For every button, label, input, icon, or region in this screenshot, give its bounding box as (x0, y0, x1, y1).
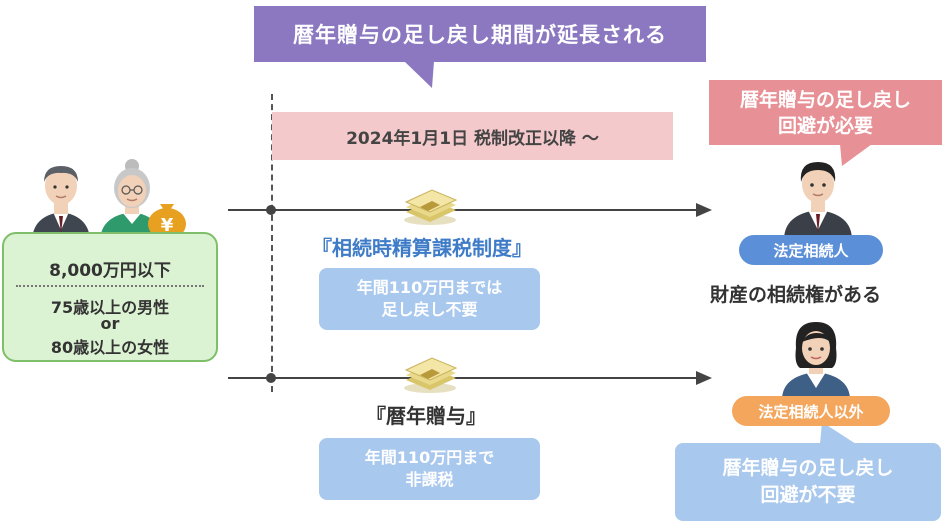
settlement-note-line2: 足し戻し不要 (381, 300, 478, 319)
annual-gift-note: 年間110万円まで 非課税 (319, 438, 540, 500)
condition-or: or (100, 314, 120, 333)
arrow-settlement-tax (228, 209, 698, 211)
donor-condition-box: 8,000万円以下 75歳以上の男性 or 80歳以上の女性 (2, 232, 218, 362)
annual-note-line1: 年間110万円まで (364, 448, 495, 467)
reform-date-line (271, 94, 273, 392)
businesswoman-icon (782, 322, 850, 400)
legal-heir-badge: 法定相続人 (739, 235, 883, 265)
non-heir-badge-text: 法定相続人以外 (758, 402, 864, 421)
arrow-dot (266, 205, 276, 215)
avoidance-not-required-callout: 暦年贈与の足し戻し 回避が不要 (675, 443, 941, 521)
condition-male: 75歳以上の男性 (50, 298, 170, 317)
elderly-man-icon (32, 166, 90, 242)
settlement-note-line1: 年間110万円までは (356, 278, 503, 297)
money-bag-symbol: ¥ (161, 215, 174, 236)
banner-text: 暦年贈与の足し戻し期間が延長される (293, 23, 667, 47)
cash-bundle-icon (404, 189, 458, 225)
legal-heir-badge-text: 法定相続人 (773, 241, 849, 260)
settlement-tax-note: 年間110万円までは 足し戻し不要 (319, 268, 540, 330)
arrow-annual-gift (228, 377, 698, 379)
arrow-head-icon (696, 371, 712, 385)
annual-note-line2: 非課税 (405, 470, 454, 489)
date-band: 2024年1月1日 税制改正以降 〜 (272, 112, 673, 160)
avoid-not-required-line1: 暦年贈与の足し戻し (722, 457, 894, 479)
non-heir-badge: 法定相続人以外 (732, 396, 890, 426)
businessman-icon (784, 162, 852, 240)
avoid-not-required-line2: 回避が不要 (760, 484, 856, 506)
annual-gift-label: 『暦年贈与』 (366, 404, 486, 428)
avoidance-required-callout: 暦年贈与の足し戻し 回避が必要 (709, 80, 942, 145)
arrow-dot (266, 373, 276, 383)
date-band-text: 2024年1月1日 税制改正以降 〜 (346, 128, 599, 149)
avoid-required-line1: 暦年贈与の足し戻し (739, 88, 911, 111)
period-extension-banner: 暦年贈与の足し戻し期間が延長される (254, 6, 706, 62)
asset-amount: 8,000万円以下 (49, 261, 171, 281)
settlement-tax-label: 『相続時精算課税制度』 (312, 236, 532, 260)
arrow-head-icon (696, 203, 712, 217)
condition-female: 80歳以上の女性 (50, 338, 170, 357)
inheritance-rights-text: 財産の相続権がある (710, 284, 882, 306)
dotted-divider (16, 285, 204, 287)
avoid-required-line2: 回避が必要 (777, 114, 873, 137)
cash-bundle-icon (404, 357, 458, 393)
